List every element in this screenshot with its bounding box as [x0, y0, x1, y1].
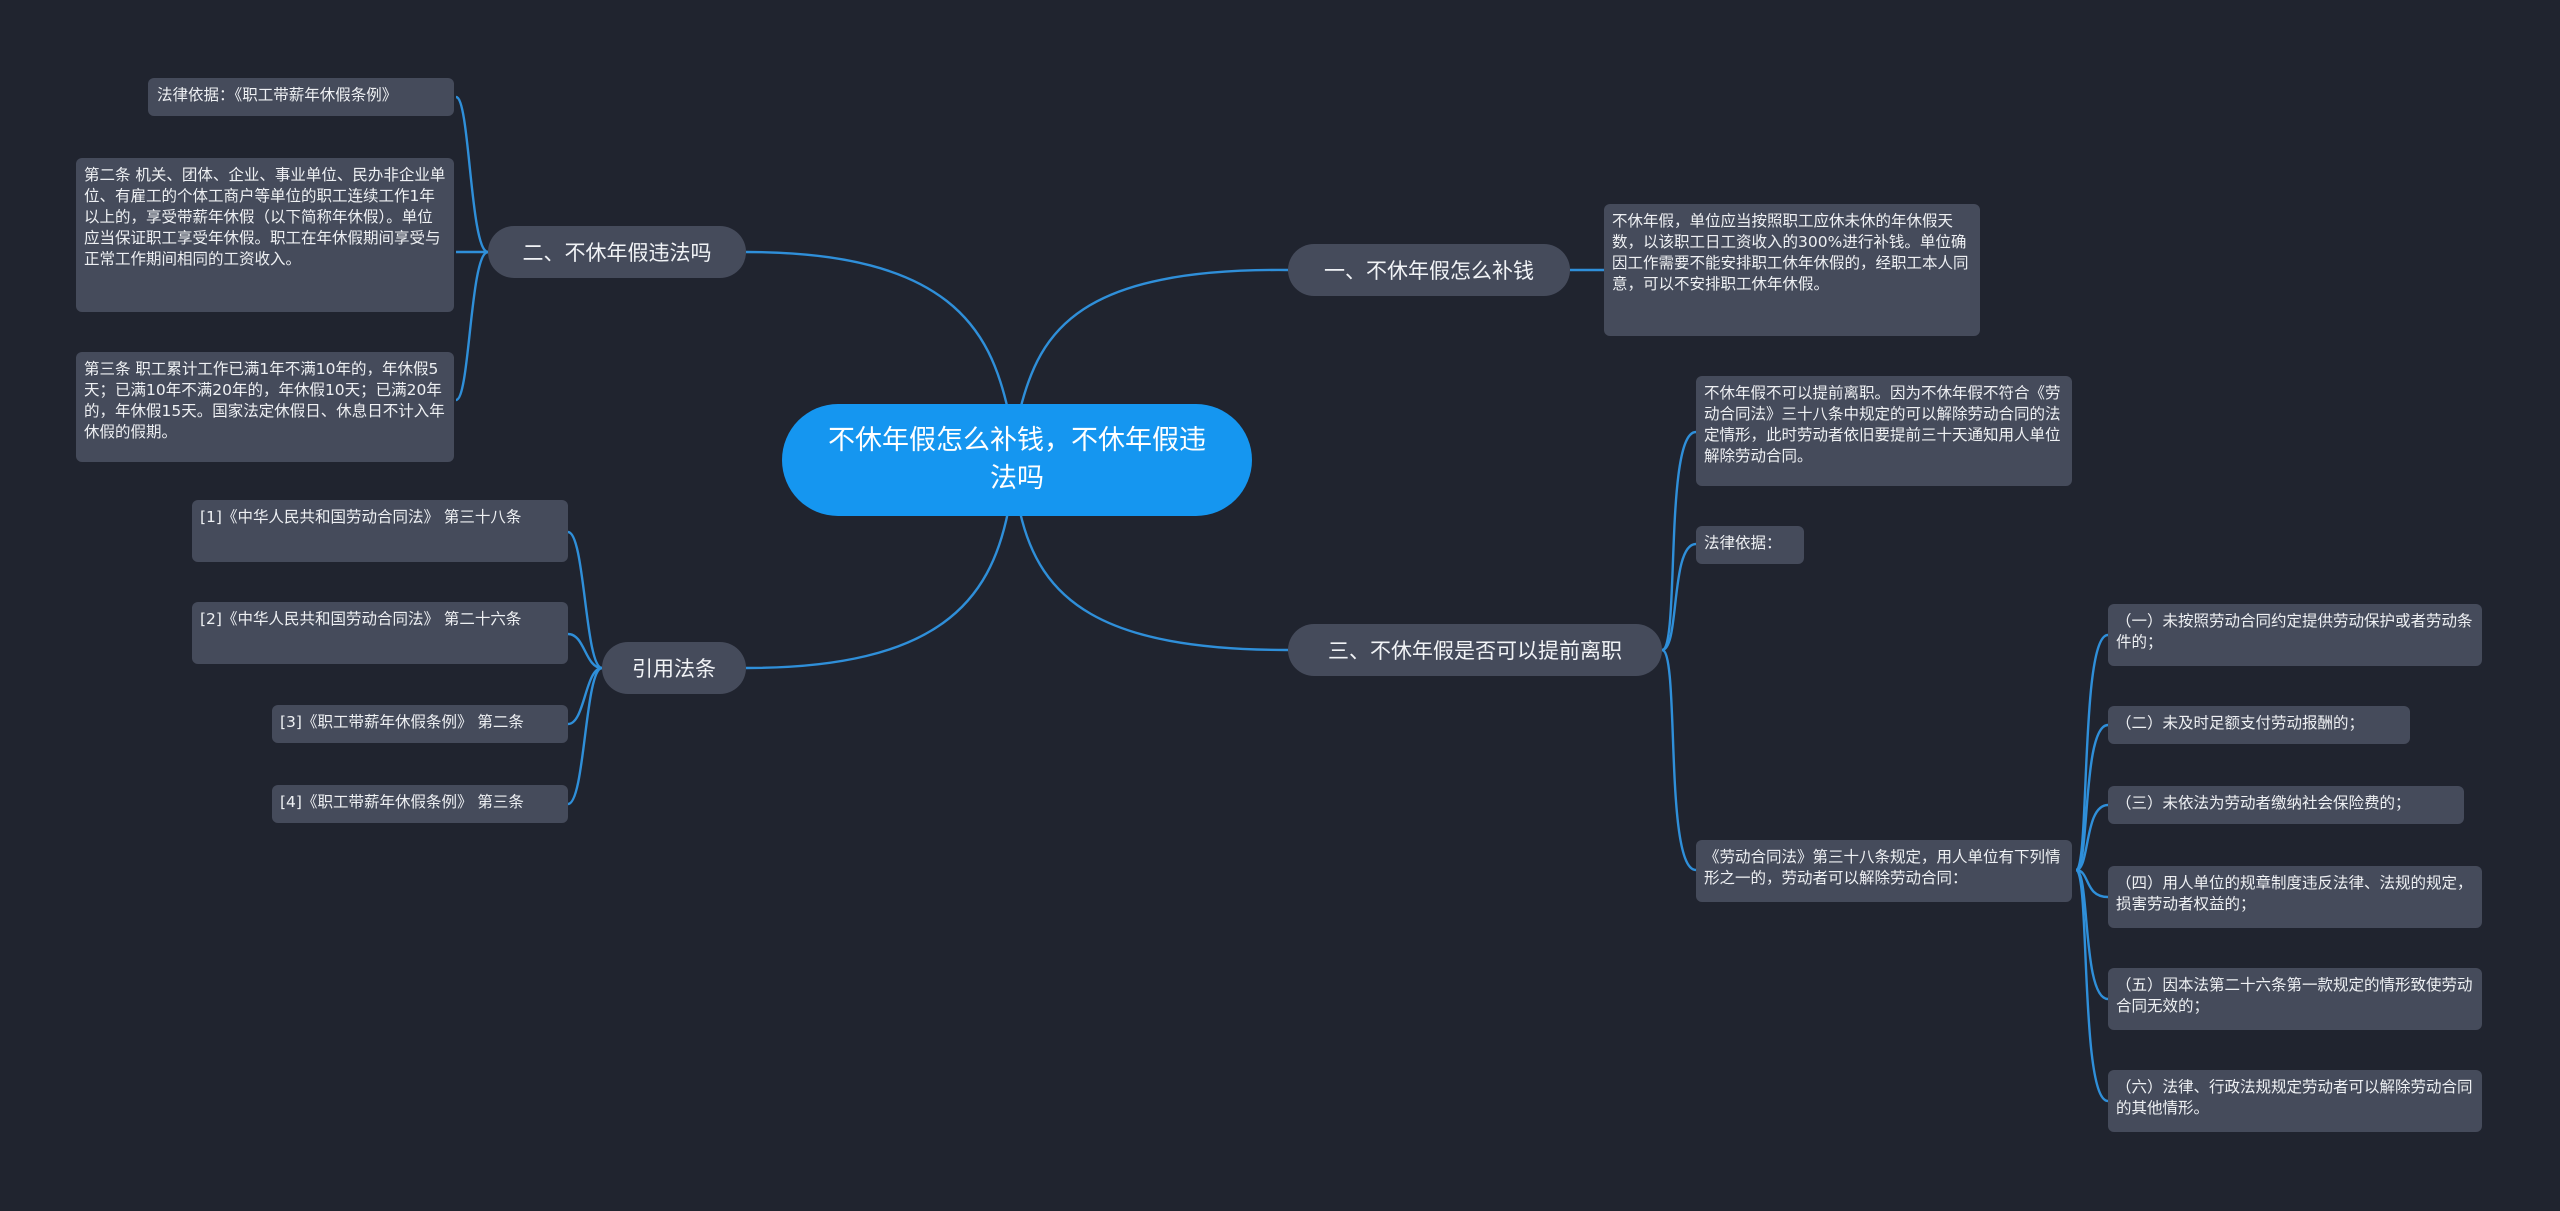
leaf-item-6[interactable]: （六）法律、行政法规规定劳动者可以解除劳动合同的其他情形。: [2108, 1070, 2482, 1132]
branch-buqian[interactable]: 一、不休年假怎么补钱: [1288, 244, 1570, 296]
link-c3-i3: [2075, 803, 2109, 872]
leaf-lizhi-answer[interactable]: 不休年假不可以提前离职。因为不休年假不符合《劳动合同法》三十八条中规定的可以解除…: [1696, 376, 2072, 486]
branch-fatiao[interactable]: 引用法条: [602, 642, 746, 694]
branch-lizhi[interactable]: 三、不休年假是否可以提前离职: [1288, 624, 1662, 676]
link-root-b3: [1018, 511, 1289, 652]
link-c3-i6: [2074, 868, 2109, 1103]
leaf-fatiao-1[interactable]: [1]《中华人民共和国劳动合同法》 第三十八条: [192, 500, 568, 562]
leaf-fatiao-4[interactable]: [4]《职工带薪年休假条例》 第三条: [272, 785, 568, 823]
leaf-falv-yiju[interactable]: 法律依据：《职工带薪年休假条例》: [148, 78, 454, 116]
branch-label: 二、不休年假违法吗: [522, 241, 712, 265]
leaf-item-5[interactable]: （五）因本法第二十六条第一款规定的情形致使劳动合同无效的；: [2108, 968, 2482, 1030]
link-b4-leaf2: [567, 632, 603, 670]
leaf-lizhi-falv[interactable]: 法律依据：: [1696, 526, 1804, 564]
link-b2-leaf3: [454, 250, 489, 402]
link-b4-leaf3: [567, 666, 603, 726]
leaf-item-1[interactable]: （一）未按照劳动合同约定提供劳动保护或者劳动条件的；: [2108, 604, 2482, 666]
link-b4-leaf4: [567, 666, 603, 806]
link-b3-c1: [1660, 430, 1697, 652]
leaf-fatiao-3[interactable]: [3]《职工带薪年休假条例》 第二条: [272, 705, 568, 743]
link-root-b4: [745, 511, 1010, 670]
leaf-fatiao-2[interactable]: [2]《中华人民共和国劳动合同法》 第二十六条: [192, 602, 568, 664]
branch-label: 引用法条: [632, 657, 716, 681]
root-title: 不休年假怎么补钱，不休年假违法吗: [828, 425, 1206, 494]
link-b3-c3: [1660, 648, 1697, 872]
leaf-di-er-tiao[interactable]: 第二条 机关、团体、企业、事业单位、民办非企业单位、有雇工的个体工商户等单位的职…: [76, 158, 454, 312]
link-c3-i4: [2075, 868, 2109, 899]
link-root-b1: [1018, 268, 1289, 411]
root-topic[interactable]: 不休年假怎么补钱，不休年假违法吗: [782, 404, 1252, 516]
branch-label: 一、不休年假怎么补钱: [1324, 259, 1534, 283]
link-b4-leaf1: [567, 530, 603, 670]
link-b2-leaf1: [454, 95, 489, 254]
branch-weifa[interactable]: 二、不休年假违法吗: [488, 226, 746, 278]
branch-label: 三、不休年假是否可以提前离职: [1328, 639, 1622, 663]
leaf-item-2[interactable]: （二）未及时足额支付劳动报酬的；: [2108, 706, 2410, 744]
leaf-di-san-tiao[interactable]: 第三条 职工累计工作已满1年不满10年的，年休假5天；已满10年不满20年的，年…: [76, 352, 454, 462]
link-c3-i2: [2074, 723, 2109, 872]
leaf-buqian-detail[interactable]: 不休年假，单位应当按照职工应休未休的年休假天数，以该职工日工资收入的300%进行…: [1604, 204, 1980, 336]
leaf-38-tiao[interactable]: 《劳动合同法》第三十八条规定，用人单位有下列情形之一的，劳动者可以解除劳动合同：: [1696, 840, 2072, 902]
leaf-item-4[interactable]: （四）用人单位的规章制度违反法律、法规的规定，损害劳动者权益的；: [2108, 866, 2482, 928]
link-b3-c2: [1661, 542, 1697, 652]
link-root-b2: [745, 250, 1010, 411]
leaf-item-3[interactable]: （三）未依法为劳动者缴纳社会保险费的；: [2108, 786, 2464, 824]
